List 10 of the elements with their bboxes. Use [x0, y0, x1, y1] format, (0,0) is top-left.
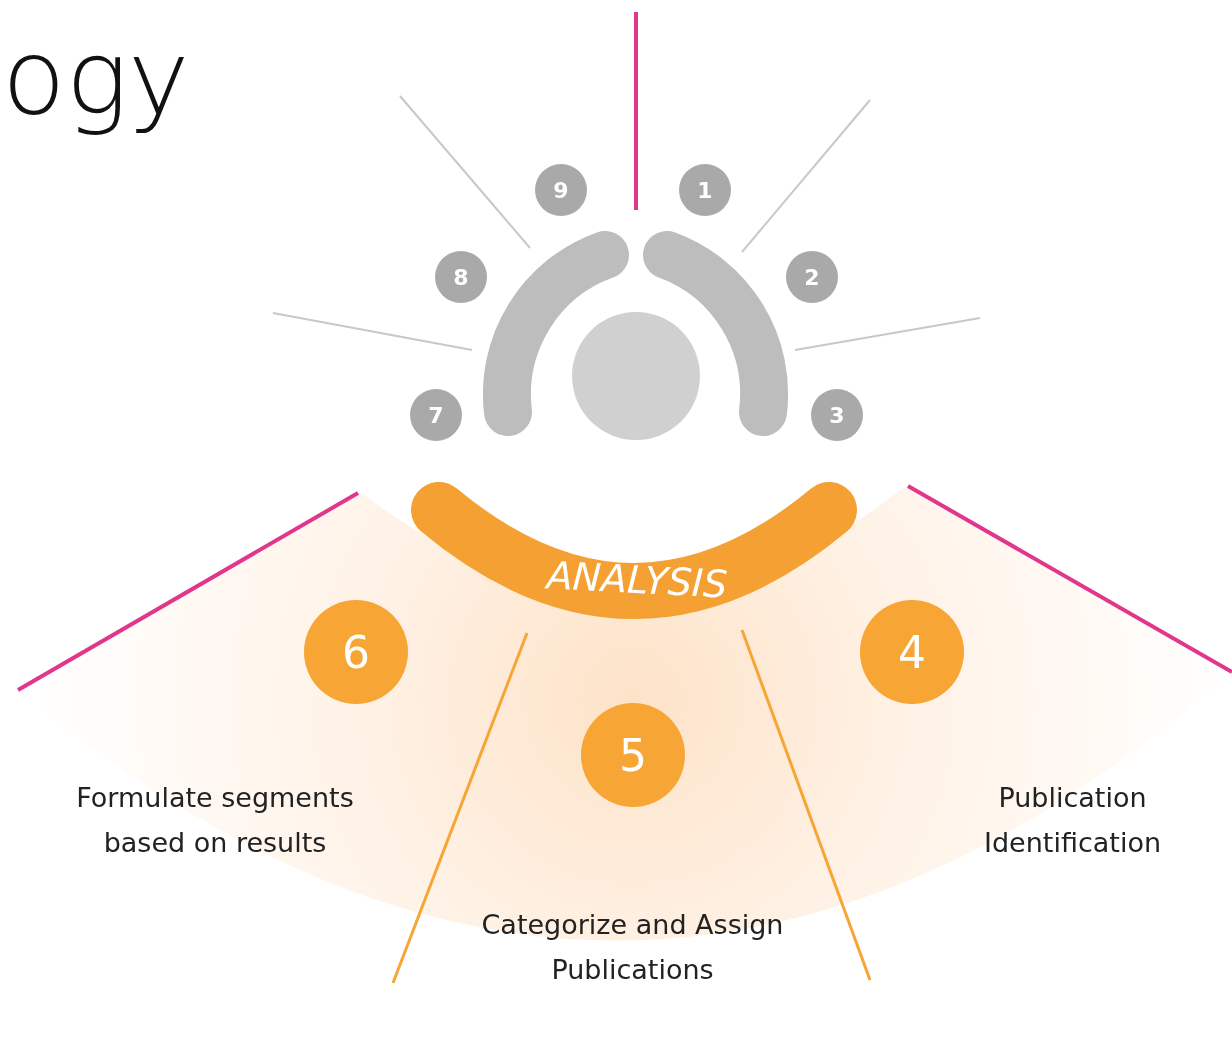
number-circle: 9: [535, 164, 587, 216]
step-description: Formulate segments based on results: [75, 781, 355, 860]
number-circle: 7: [410, 389, 462, 441]
number-circle: 1: [679, 164, 731, 216]
band-label: ANALYSIS: [543, 552, 730, 608]
number-circle: 8: [435, 251, 487, 303]
step-description: Publication Identification: [983, 781, 1162, 860]
step-description: Categorize and Assign Publications: [480, 908, 785, 987]
number-circle: 3: [811, 389, 863, 441]
number-circle: 2: [786, 251, 838, 303]
